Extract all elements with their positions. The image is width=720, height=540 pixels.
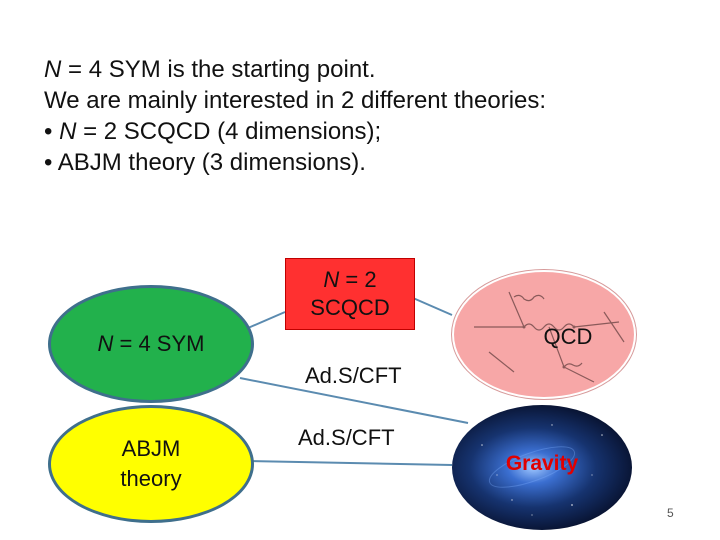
- connector-scqcd-qcd: [413, 298, 452, 315]
- calligraphic-n: N: [98, 331, 114, 356]
- qcd-node: QCD: [452, 270, 636, 399]
- adscft-label-lower: Ad.S/CFT: [298, 425, 395, 451]
- qcd-label: QCD: [454, 324, 634, 350]
- n4-sym-text: = 4 SYM: [113, 331, 204, 356]
- gravity-label: Gravity: [452, 452, 632, 476]
- adscft-label-upper: Ad.S/CFT: [305, 363, 402, 389]
- slide-page-number: 5: [667, 506, 674, 520]
- n4-sym-node: N = 4 SYM: [48, 285, 254, 403]
- n2-scqcd-label: N = 2 SCQCD: [310, 266, 389, 322]
- n4-sym-label: N = 4 SYM: [98, 329, 205, 359]
- abjm-node: ABJM theory: [48, 405, 254, 523]
- calligraphic-n: N: [323, 267, 339, 292]
- gravity-node: Gravity: [452, 405, 632, 530]
- abjm-label: ABJM theory: [120, 434, 181, 494]
- connector-sym-scqcd: [248, 312, 285, 328]
- connector-abjm-gravity: [248, 461, 452, 465]
- n2-scqcd-node: N = 2 SCQCD: [285, 258, 415, 330]
- abjm-line2: theory: [120, 466, 181, 491]
- abjm-line1: ABJM: [122, 436, 181, 461]
- n2-scqcd-line2: SCQCD: [310, 295, 389, 320]
- n2-scqcd-line1: = 2: [339, 267, 376, 292]
